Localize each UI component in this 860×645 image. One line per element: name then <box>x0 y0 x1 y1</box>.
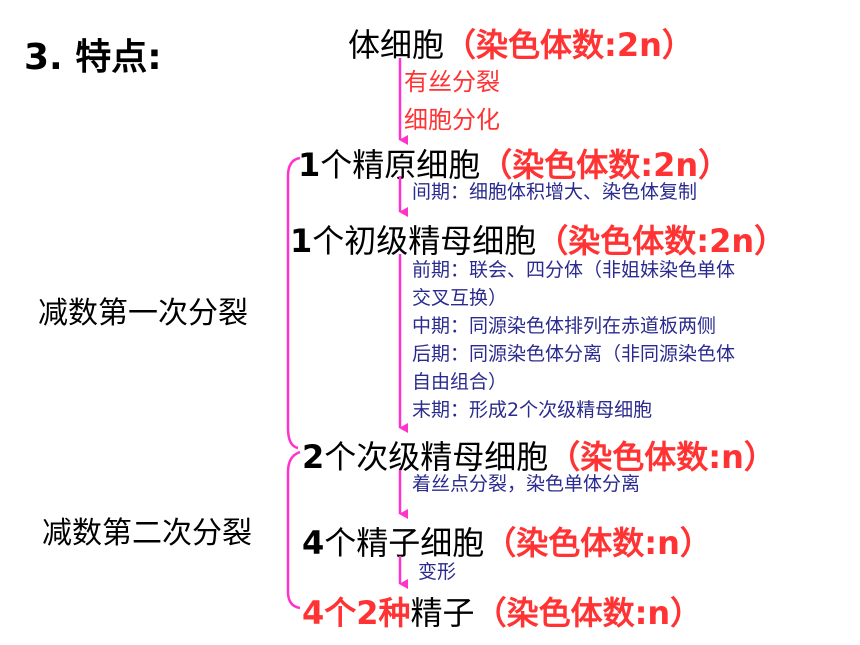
stage-chrom: （染色体数:n） <box>548 438 776 476</box>
process-differentiation: 细胞分化 <box>404 106 500 134</box>
division-second: 减数第二次分裂 <box>42 516 252 551</box>
process-mitosis: 有丝分裂 <box>404 68 500 96</box>
stage-sperm: 4个2种精子（染色体数:n） <box>302 588 702 634</box>
stage-chrom: （染色体数:2n） <box>480 146 731 184</box>
note-meiosis2: 着丝点分裂，染色单体分离 <box>412 473 641 495</box>
stage-label: 个初级精母细胞 <box>312 222 537 260</box>
stage-chrom: （染色体数:n） <box>474 594 703 632</box>
stage-count: 4个2种 <box>302 594 411 632</box>
stage-count: 1 <box>290 222 313 260</box>
note-interphase: 间期：细胞体积增大、染色体复制 <box>412 181 698 203</box>
stage-spermatogonium: 1个精原细胞（染色体数:2n） <box>298 140 730 186</box>
stage-primary-spermatocyte: 1个初级精母细胞（染色体数:2n） <box>290 216 786 262</box>
note-telophase: 末期：形成2个次级精母细胞 <box>412 399 653 421</box>
note-prophase-cont: 交叉互换） <box>412 287 508 309</box>
section-title: 3. 特点: <box>24 37 162 78</box>
somatic-cell-text: 体细胞 <box>348 26 445 64</box>
stage-secondary-spermatocyte: 2个次级精母细胞（染色体数:n） <box>302 432 776 478</box>
stage-label: 个精子细胞 <box>324 524 485 562</box>
somatic-cell-label: 体细胞（染色体数:2n） <box>348 20 694 66</box>
note-transform: 变形 <box>418 561 457 583</box>
note-anaphase: 后期：同源染色体分离（非同源染色体 <box>412 343 736 365</box>
stage-count: 1 <box>298 146 321 184</box>
stage-spermatid: 4个精子细胞（染色体数:n） <box>302 518 712 564</box>
stage-count: 4 <box>302 524 325 562</box>
note-metaphase: 中期：同源染色体排列在赤道板两侧 <box>412 315 717 337</box>
note-prophase: 前期：联会、四分体（非姐妹染色单体 <box>412 259 736 281</box>
somatic-cell-chrom: （染色体数:2n） <box>444 26 694 64</box>
stage-label: 精子 <box>410 594 475 632</box>
note-anaphase-cont: 自由组合） <box>412 371 508 393</box>
stage-label: 个次级精母细胞 <box>324 438 549 476</box>
brace-meiosis2 <box>286 450 301 610</box>
stage-chrom: （染色体数:2n） <box>536 222 787 260</box>
division-first: 减数第一次分裂 <box>38 296 248 331</box>
stage-chrom: （染色体数:n） <box>484 524 712 562</box>
brace-meiosis1 <box>286 156 301 450</box>
stage-count: 2 <box>302 438 325 476</box>
